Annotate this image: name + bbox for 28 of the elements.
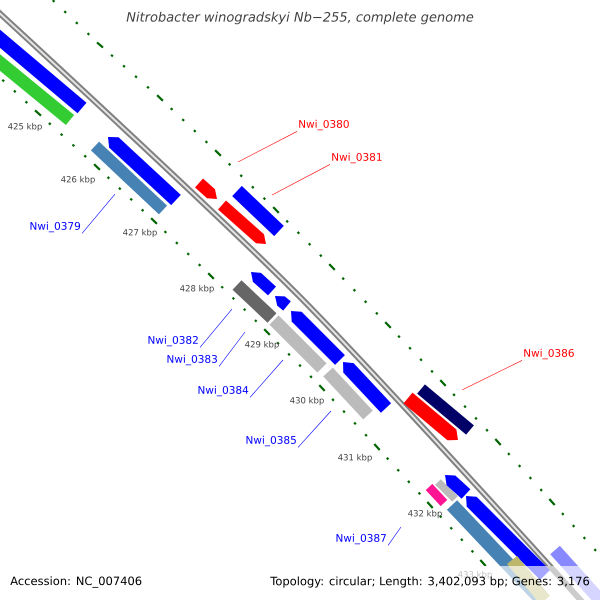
leader-line [218, 332, 246, 367]
gene-label: Nwi_0382 [148, 336, 198, 346]
leader-line [82, 194, 116, 234]
gene-label: Nwi_0386 [524, 348, 574, 360]
leader-line [250, 360, 284, 398]
gene-label: Nwi_0380 [299, 120, 349, 130]
leader-line [462, 360, 522, 390]
leader-line [200, 308, 232, 348]
leader-line [272, 164, 330, 196]
gene-label: Nwi_0387 [336, 534, 386, 544]
gene-label: Nwi_0379 [30, 222, 80, 232]
gene-label: Nwi_0385 [246, 436, 296, 446]
accession-text: Accession: NC_007406 [10, 576, 142, 588]
gene-label: Nwi_0383 [168, 354, 217, 366]
scale-label: 426 kbp [61, 176, 95, 184]
scale-label: 428 kbp [180, 284, 214, 294]
title: Nitrobacter winogradskyi Nb−255, complete genome [126, 12, 474, 24]
leader-line [388, 526, 402, 546]
gene-label: Nwi_0381 [332, 152, 382, 164]
scale-label: 425 kbp [8, 122, 42, 132]
leader-line [238, 131, 298, 162]
scale-label: 432 kbp [408, 510, 442, 518]
gene-label: Nwi_0384 [198, 386, 248, 396]
scale-label: 427 kbp [123, 228, 157, 238]
scale-label: 431 kbp [338, 454, 372, 462]
scale-label: 429 kbp [245, 340, 279, 350]
leader-line [298, 410, 332, 448]
scale-label: 430 kbp [290, 396, 324, 406]
